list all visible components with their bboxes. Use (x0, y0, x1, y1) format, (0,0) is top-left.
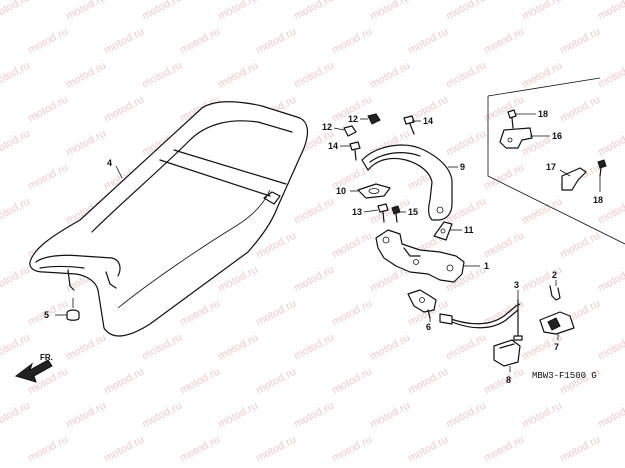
seat-lock-cable-drawing (439, 299, 523, 341)
direction-label: FR. (40, 353, 53, 362)
small-bracket-drawing (561, 159, 607, 191)
callouts: 4 5 12 12 14 14 9 10 13 15 11 1 18 16 17… (44, 109, 603, 385)
callout-8: 8 (506, 375, 511, 385)
side-bracket-part (433, 221, 453, 241)
callout-17: 17 (546, 162, 556, 172)
lever-drawing (539, 285, 575, 335)
callout-18: 18 (593, 195, 603, 205)
callout-6: 6 (426, 322, 431, 332)
grab-rail-drawing (361, 144, 453, 221)
callout-1: 1 (484, 261, 489, 271)
panel-divider (487, 96, 625, 245)
callout-15: 15 (408, 207, 418, 217)
callout-12-top: 12 (348, 114, 358, 124)
callout-16: 16 (552, 131, 562, 141)
callout-10: 10 (336, 186, 346, 196)
fasteners (343, 113, 415, 223)
plate-part (357, 183, 391, 199)
seat-drawing (29, 101, 309, 337)
callout-3: 3 (514, 280, 519, 290)
callout-7: 7 (554, 342, 559, 352)
callout-5: 5 (44, 310, 49, 320)
callout-14-top: 14 (423, 116, 433, 126)
callout-11: 11 (464, 225, 474, 235)
key-cylinder-drawing (493, 339, 521, 367)
diagram-code-label: MBW3-F1500 G (532, 371, 597, 381)
callout-12: 12 (322, 122, 332, 132)
callout-4: 4 (107, 158, 112, 168)
lock-bracket-drawing (375, 229, 465, 283)
lock-latch-drawing (407, 289, 437, 319)
upper-bracket-drawing (499, 109, 533, 149)
callout-13: 13 (352, 207, 362, 217)
grommet-part (66, 298, 80, 321)
callout-14: 14 (328, 141, 338, 151)
callout-9: 9 (460, 162, 465, 172)
callout-2: 2 (552, 270, 557, 280)
front-direction-indicator: FR. (14, 353, 53, 383)
callout-18-top: 18 (538, 109, 548, 119)
